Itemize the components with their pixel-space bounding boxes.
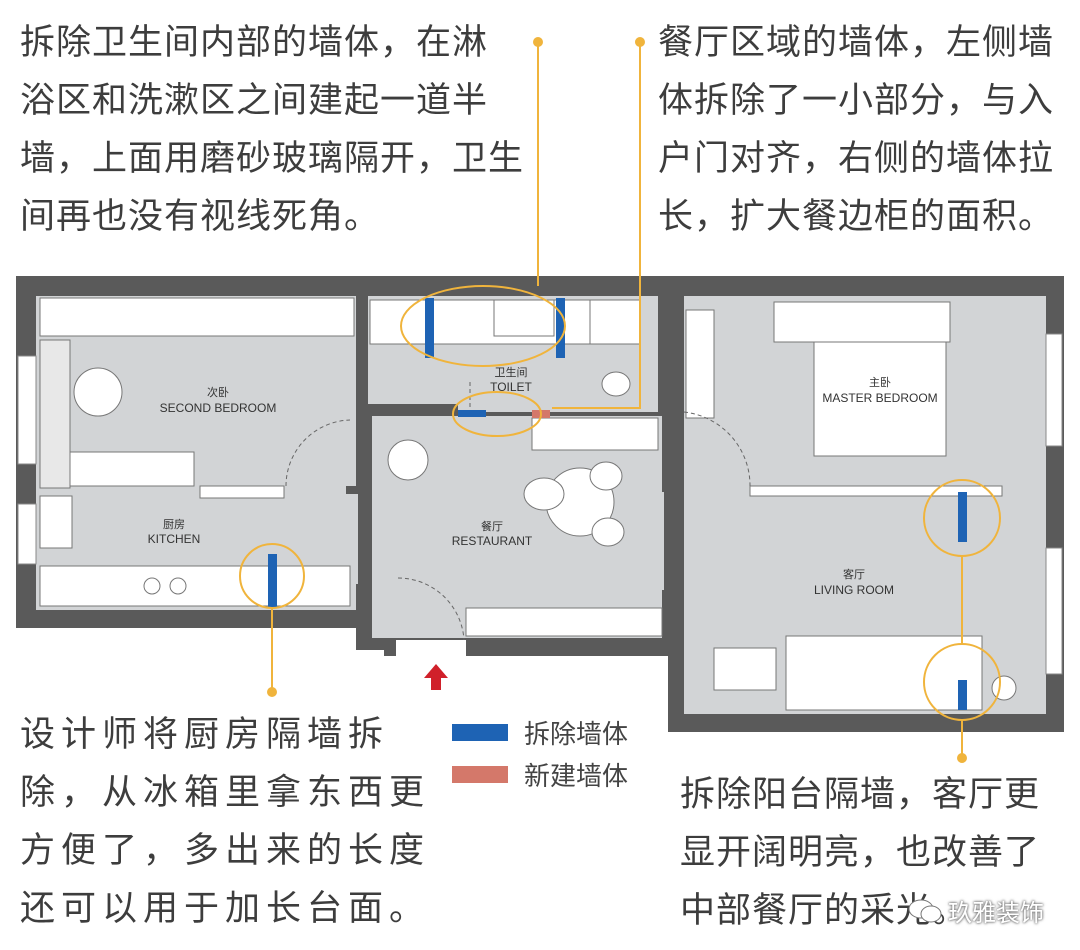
legend-swatch-new-wall: [452, 766, 508, 783]
wechat-icon: [908, 898, 942, 924]
room-second-bedroom-cn: 次卧: [207, 385, 229, 399]
room-restaurant-cn: 餐厅: [481, 519, 503, 533]
note-line: 餐厅区域的墙体，左侧墙: [658, 23, 1055, 63]
note-toilet-walls: 拆除卫生间内部的墙体，在淋 浴区和洗漱区之间建起一道半 墙，上面用磨砂玻璃隔开，…: [20, 14, 530, 246]
room-second-bedroom-en: SECOND BEDROOM: [160, 401, 277, 415]
note-kitchen-wall: 设计师将厨房隔墙拆 除，从冰箱里拿东西更 方便了，多出来的长度 还可以用于加长台…: [20, 706, 430, 938]
legend-swatch-demolished: [452, 724, 508, 741]
note-line: 体拆除了一小部分，与入: [658, 81, 1055, 121]
room-kitchen-en: KITCHEN: [148, 532, 201, 546]
note-line: 长，扩大餐边柜的面积。: [658, 197, 1055, 237]
room-master-bedroom-en: MASTER BEDROOM: [822, 391, 937, 405]
watermark-text: 玖雅装饰: [948, 899, 1044, 927]
room-master-bedroom-cn: 主卧: [869, 376, 891, 389]
callout-dots: [267, 37, 967, 763]
watermark: 玖雅装饰: [908, 893, 1044, 928]
note-restaurant-walls: 餐厅区域的墙体，左侧墙 体拆除了一小部分，与入 户门对齐，右侧的墙体拉 长，扩大…: [658, 14, 1073, 246]
note-line: 除，从冰箱里拿东西更: [20, 773, 431, 813]
legend-label-demolished: 拆除墙体: [524, 720, 629, 750]
callouts: [239, 42, 1001, 758]
note-line: 还可以用于加长台面。: [20, 889, 431, 929]
note-line: 户门对齐，右侧的墙体拉: [658, 139, 1055, 179]
room-kitchen-cn: 厨房: [163, 518, 185, 531]
interior-walls: [346, 296, 684, 656]
room-restaurant-en: RESTAURANT: [452, 534, 533, 548]
note-line: 显开阔明亮，也改善了: [680, 833, 1041, 873]
legend-new-wall: 新建墙体: [452, 756, 628, 793]
demolished-walls: [268, 298, 967, 710]
note-line: 墙，上面用磨砂玻璃隔开，卫生: [20, 139, 525, 179]
note-line: 拆除卫生间内部的墙体，在淋: [20, 23, 489, 63]
note-line: 间再也没有视线死角。: [20, 197, 381, 237]
note-line: 方便了，多出来的长度: [20, 831, 431, 871]
room-toilet-en: TOILET: [490, 380, 532, 394]
legend-label-new-wall: 新建墙体: [524, 762, 629, 792]
room-living-room-cn: 客厅: [843, 567, 865, 581]
entrance-opening: [396, 640, 466, 656]
entrance-arrow: [424, 664, 448, 690]
windows: [17, 333, 1063, 675]
room-living-room-en: LIVING ROOM: [814, 583, 894, 597]
note-line: 浴区和洗漱区之间建起一道半: [20, 81, 489, 121]
note-line: 设计师将厨房隔墙拆: [20, 715, 390, 755]
legend-demolished: 拆除墙体: [452, 714, 628, 751]
note-line: 拆除阳台隔墙，客厅更: [680, 775, 1041, 815]
room-toilet-cn: 卫生间: [495, 365, 528, 379]
furniture: [39, 297, 1017, 711]
note-balcony-wall: 拆除阳台隔墙，客厅更 显开阔明亮，也改善了 中部餐厅的采光。: [680, 766, 1075, 940]
